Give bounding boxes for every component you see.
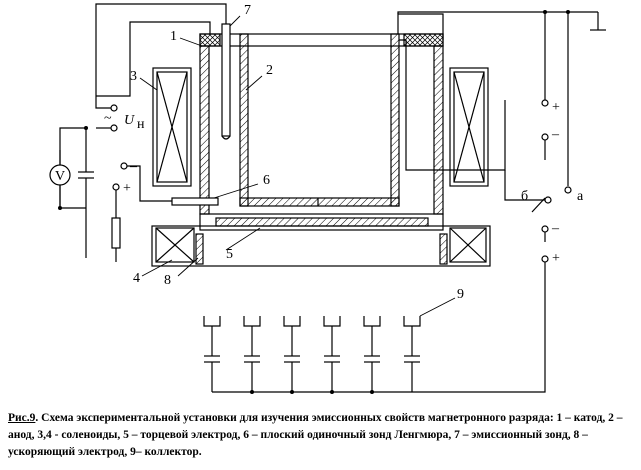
label-anode: 2 bbox=[266, 63, 273, 78]
voltmeter bbox=[49, 164, 71, 186]
figure-caption: Рис.9. Схема экспериментальной установки… bbox=[8, 410, 636, 461]
terminals bbox=[110, 99, 572, 263]
anode bbox=[239, 33, 400, 207]
label-plus-right-bottom: + bbox=[552, 251, 560, 266]
caption-text: . Схема экспериментальной установки для … bbox=[8, 412, 623, 458]
collector bbox=[203, 316, 421, 370]
label-solenoid-left: 3 bbox=[130, 69, 137, 84]
label-plus-probe: + bbox=[123, 181, 131, 196]
caption-figure-number: Рис.9 bbox=[8, 412, 36, 424]
label-minus-probe: – bbox=[129, 159, 138, 174]
label-flat-probe: 6 bbox=[263, 173, 270, 188]
wiring bbox=[59, 3, 606, 393]
label-heater-voltage: U bbox=[124, 113, 135, 128]
label-switch-b: б bbox=[521, 189, 528, 204]
solenoid-bottom bbox=[151, 225, 491, 267]
label-emission-probe: 7 bbox=[244, 3, 251, 18]
label-heater-voltage-sub: н bbox=[137, 117, 145, 132]
label-heater-tilde: ~ bbox=[104, 111, 112, 126]
experimental-setup-diagram: 1 2 3 4 5 6 7 8 9 б а V ~ U н – + + – – … bbox=[49, 3, 606, 394]
label-solenoid-bottom: 4 bbox=[133, 271, 140, 286]
accelerating-electrode bbox=[195, 233, 448, 265]
flat-langmuir-probe bbox=[171, 197, 219, 206]
solenoid-left bbox=[152, 67, 192, 187]
label-switch-a: а bbox=[577, 189, 584, 204]
figure-labels: 1 2 3 4 5 6 7 8 9 б а V ~ U н – + + – – … bbox=[55, 3, 584, 302]
leader-lines bbox=[139, 15, 456, 317]
cathode bbox=[199, 33, 444, 215]
label-voltmeter: V bbox=[55, 169, 65, 184]
label-accel-electrode: 8 bbox=[164, 273, 171, 288]
label-collector: 9 bbox=[457, 287, 464, 302]
end-electrode bbox=[199, 213, 444, 231]
label-minus-right-top: – bbox=[551, 127, 560, 142]
label-minus-right-bottom: – bbox=[551, 221, 560, 236]
label-cathode: 1 bbox=[170, 29, 177, 44]
solenoid-right bbox=[449, 67, 489, 187]
label-plus-right-top: + bbox=[552, 100, 560, 115]
junctions bbox=[58, 10, 570, 394]
emission-probe bbox=[221, 14, 231, 140]
label-end-electrode: 5 bbox=[226, 247, 233, 262]
